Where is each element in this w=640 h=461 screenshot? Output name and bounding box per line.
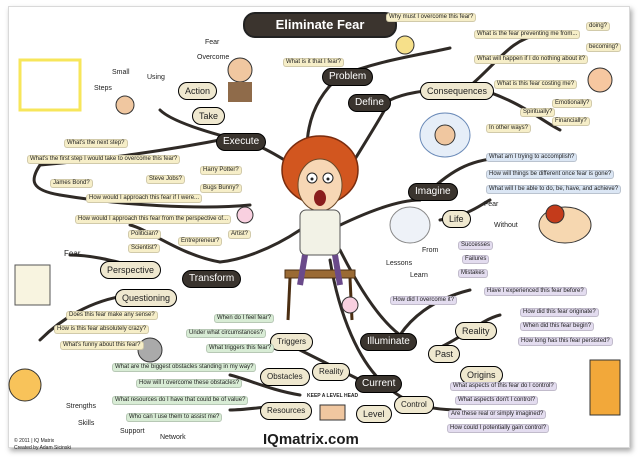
strengths-label: Strengths <box>66 403 96 410</box>
past-learn: Learn <box>410 272 428 279</box>
from-failures: Failures <box>462 255 490 264</box>
branch-problem[interactable]: Problem <box>322 68 374 86</box>
execute-item-6: How would I approach this fear if I were… <box>86 194 203 203</box>
transform-item-3: Entrepreneur? <box>178 237 223 246</box>
questioning-item-0: Does this fear make any sense? <box>66 311 158 320</box>
branch-reality[interactable]: Reality <box>455 322 497 340</box>
branch-imagine[interactable]: Imagine <box>408 183 458 201</box>
past-lessons: Lessons <box>386 260 413 267</box>
obstacle-item-1: How will I overcome these obstacles? <box>136 379 243 388</box>
branch-perspective[interactable]: Perspective <box>100 261 162 279</box>
consequence-item-0: What is the fear preventing me from... <box>474 30 581 39</box>
consequence-item-1: What will happen if I do nothing about i… <box>474 55 589 64</box>
execute-item-1: What's the first step I would take to ov… <box>27 155 181 164</box>
reality-item-1: When did this fear begin? <box>520 322 595 331</box>
execute-item-3: Steve Jobs? <box>146 175 186 184</box>
branch-control[interactable]: Control <box>394 396 434 414</box>
branch-resources[interactable]: Resources <box>260 402 313 420</box>
level-head-sign: KEEP A LEVEL HEAD <box>307 393 359 399</box>
branch-transform[interactable]: Transform <box>182 270 242 288</box>
imagine-fear: Fear <box>484 201 499 208</box>
reality-item-2: How long has this fear persisted? <box>518 337 613 346</box>
execute-item-5: Bugs Bunny? <box>200 184 242 193</box>
execute-item-0: What's the next step? <box>64 139 128 148</box>
transform-item-0: How would I approach this fear from the … <box>75 215 232 224</box>
branch-consequences[interactable]: Consequences <box>420 82 495 100</box>
copyright: © 2011 | IQ Matrix Created by Adam Sicin… <box>14 438 71 452</box>
author-line: Created by Adam Sicinski <box>14 445 71 451</box>
branch-questioning[interactable]: Questioning <box>115 289 178 307</box>
past-from: From <box>422 247 439 254</box>
imagine-item-2: What will I be able to do, be, have, and… <box>486 185 622 194</box>
transform-item-4: Artist? <box>228 230 252 239</box>
branch-define[interactable]: Define <box>348 94 391 112</box>
brand-logo: IQmatrix.com <box>263 431 359 448</box>
past-experienced: Have I experienced this fear before? <box>484 287 587 296</box>
costing-financially: Financially? <box>552 117 590 126</box>
action-using: Using <box>147 74 165 81</box>
map-title: Eliminate Fear <box>243 12 397 38</box>
branch-current[interactable]: Current <box>355 375 403 393</box>
questioning-item-1: How is this fear absolutely crazy? <box>54 325 150 334</box>
action-steps: Steps <box>94 85 112 92</box>
branch-action[interactable]: Action <box>178 82 218 100</box>
action-fear: Fear <box>205 39 220 46</box>
branch-past[interactable]: Past <box>428 345 461 363</box>
branch-triggers[interactable]: Triggers <box>270 333 314 351</box>
skills-label: Skills <box>78 420 95 427</box>
copyright-line: © 2011 | IQ Matrix <box>14 438 55 444</box>
imagine-without: Without <box>494 222 518 229</box>
branch-obstacles[interactable]: Obstacles <box>260 368 310 386</box>
control-item-0: What aspects of this fear do I control? <box>450 382 557 391</box>
costing-spiritually: Spiritually? <box>520 108 556 117</box>
questioning-item-2: What's funny about this fear? <box>60 341 144 350</box>
branch-take[interactable]: Take <box>192 107 226 125</box>
trigger-item-1: Under what circumstances? <box>186 329 267 338</box>
support-label: Support <box>120 428 145 435</box>
costing-emotionally: Emotionally? <box>552 99 593 108</box>
control-item-1: What aspects don't I control? <box>455 396 539 405</box>
problem-item: What is it that I fear? <box>283 58 345 67</box>
transform-fear: Fear <box>64 249 81 258</box>
imagine-item-1: How will things be different once fear i… <box>486 170 615 179</box>
preventing-doing: doing? <box>586 22 611 31</box>
branch-life[interactable]: Life <box>442 210 471 228</box>
branch-level[interactable]: Level <box>356 405 392 423</box>
branch-origins[interactable]: Origins <box>460 366 503 384</box>
control-item-3: How could I potentially gain control? <box>447 424 550 433</box>
action-overcome: Overcome <box>197 54 230 61</box>
preventing-becoming: becoming? <box>586 43 622 52</box>
imagine-item-0: What am I trying to accomplish? <box>486 153 578 162</box>
branch-current-reality[interactable]: Reality <box>312 363 351 381</box>
obstacle-item-0: What are the biggest obstacles standing … <box>112 363 257 372</box>
transform-item-1: Politician? <box>128 230 162 239</box>
control-item-2: Are these real or simply imagined? <box>448 410 547 419</box>
network-label: Network <box>160 434 186 441</box>
branch-execute[interactable]: Execute <box>216 133 267 151</box>
execute-item-2: James Bond? <box>50 179 93 188</box>
consequence-item-3: In other ways? <box>486 124 532 133</box>
from-successes: Successes <box>458 241 494 250</box>
trigger-item-0: When do I feel fear? <box>214 314 275 323</box>
consequence-item-2: What is this fear costing me? <box>494 80 578 89</box>
resource-item-1: Who can I use them to assist me? <box>126 413 223 422</box>
resource-item-0: What resources do I have that could be o… <box>112 396 249 405</box>
from-mistakes: Mistakes <box>458 269 488 278</box>
reality-item-0: How did this fear originate? <box>520 308 599 317</box>
past-overcome: How did I overcome it? <box>390 296 458 305</box>
trigger-item-2: What triggers this fear? <box>206 344 275 353</box>
branch-illuminate[interactable]: Illuminate <box>360 333 417 351</box>
action-small: Small <box>112 69 130 76</box>
define-item: Why must I overcome this fear? <box>386 13 477 22</box>
transform-item-2: Scientist? <box>128 244 161 253</box>
execute-item-4: Harry Potter? <box>200 166 242 175</box>
